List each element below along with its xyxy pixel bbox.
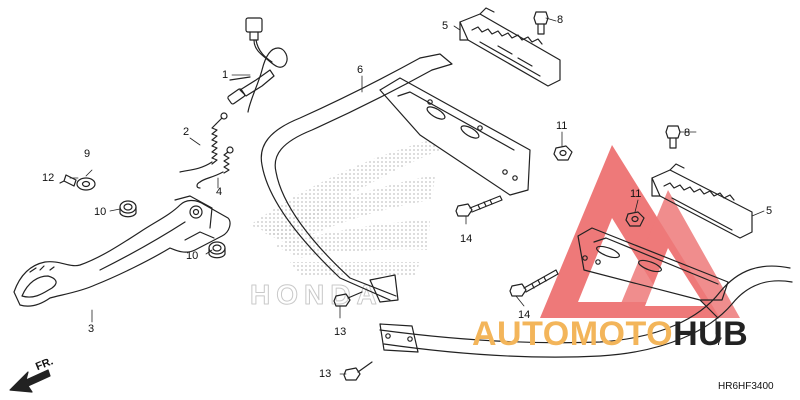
site-watermark: AUTOMOTOHUB: [472, 316, 748, 352]
part-10-bushing-lower: [208, 241, 226, 259]
part-1-brake-switch: [227, 17, 288, 113]
part-8-bolt-upper: [533, 11, 549, 35]
watermark-part-2: HUB: [673, 315, 749, 353]
watermark-part-1: AUTOMOTO: [472, 315, 674, 353]
callout-5-lower: 5: [766, 205, 773, 217]
front-arrow-icon: [9, 369, 51, 393]
part-7-step-bar-right: [379, 227, 793, 358]
part-10-bushing-upper: [119, 200, 137, 218]
part-11-nut-lower: [625, 211, 645, 227]
diagram-code: HR6HF3400: [718, 381, 774, 392]
part-4-spring: [196, 146, 234, 189]
callout-9: 9: [84, 148, 91, 160]
part-6-step-bar-left: [260, 53, 531, 303]
honda-wing-logo: HONDA: [250, 140, 440, 311]
part-3-brake-pedal: [13, 195, 231, 307]
callout-6: 6: [357, 64, 364, 76]
part-9-washer: [76, 177, 96, 191]
callout-1: 1: [222, 69, 229, 81]
callout-2: 2: [183, 126, 190, 138]
callout-14-upper: 14: [460, 233, 473, 245]
part-13-bolt-lower: [343, 361, 373, 381]
callout-11-lower: 11: [630, 188, 642, 200]
leader-lines: [69, 17, 765, 375]
callout-12: 12: [42, 172, 55, 184]
triangle-watermark: [540, 145, 740, 318]
callout-4: 4: [216, 186, 223, 198]
callout-10-lower: 10: [186, 250, 199, 262]
part-2-spring: [179, 112, 228, 173]
part-13-bolt-upper: [333, 291, 363, 307]
callout-13-lower: 13: [319, 368, 332, 380]
part-5-footpeg-upper: [459, 7, 561, 87]
callout-3: 3: [88, 323, 95, 335]
callout-13-upper: 13: [334, 326, 347, 338]
svg-text:HONDA: HONDA: [250, 279, 383, 310]
callout-8-lower: 8: [684, 127, 691, 139]
callout-5-upper: 5: [442, 20, 449, 32]
callout-8-upper: 8: [557, 14, 564, 26]
callout-11-upper: 11: [556, 120, 568, 132]
callout-10-upper: 10: [94, 206, 107, 218]
callout-14-lower: 14: [518, 309, 531, 321]
part-14-bolt-lower: [509, 269, 559, 297]
part-12-cotter-pin: [59, 174, 77, 187]
callout-7: 7: [716, 336, 723, 348]
part-5-footpeg-lower: [651, 163, 753, 239]
part-14-bolt-upper: [455, 195, 503, 217]
part-8-bolt-lower: [665, 125, 681, 149]
part-11-nut-upper: [553, 145, 573, 161]
